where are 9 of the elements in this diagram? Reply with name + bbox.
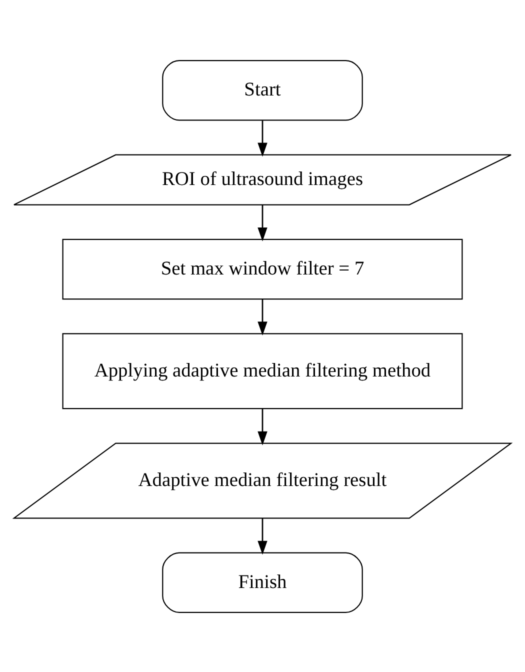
- node-box: Finish: [162, 552, 363, 612]
- arrow: [258, 298, 268, 335]
- arrow: [258, 518, 268, 554]
- node-box: Start: [162, 60, 363, 120]
- arrow: [258, 408, 268, 445]
- node-box: Applying adaptive median filtering method: [62, 332, 463, 409]
- arrow: [258, 120, 268, 156]
- arrow: [258, 204, 268, 241]
- node-box: Set max window filter = 7: [62, 238, 463, 300]
